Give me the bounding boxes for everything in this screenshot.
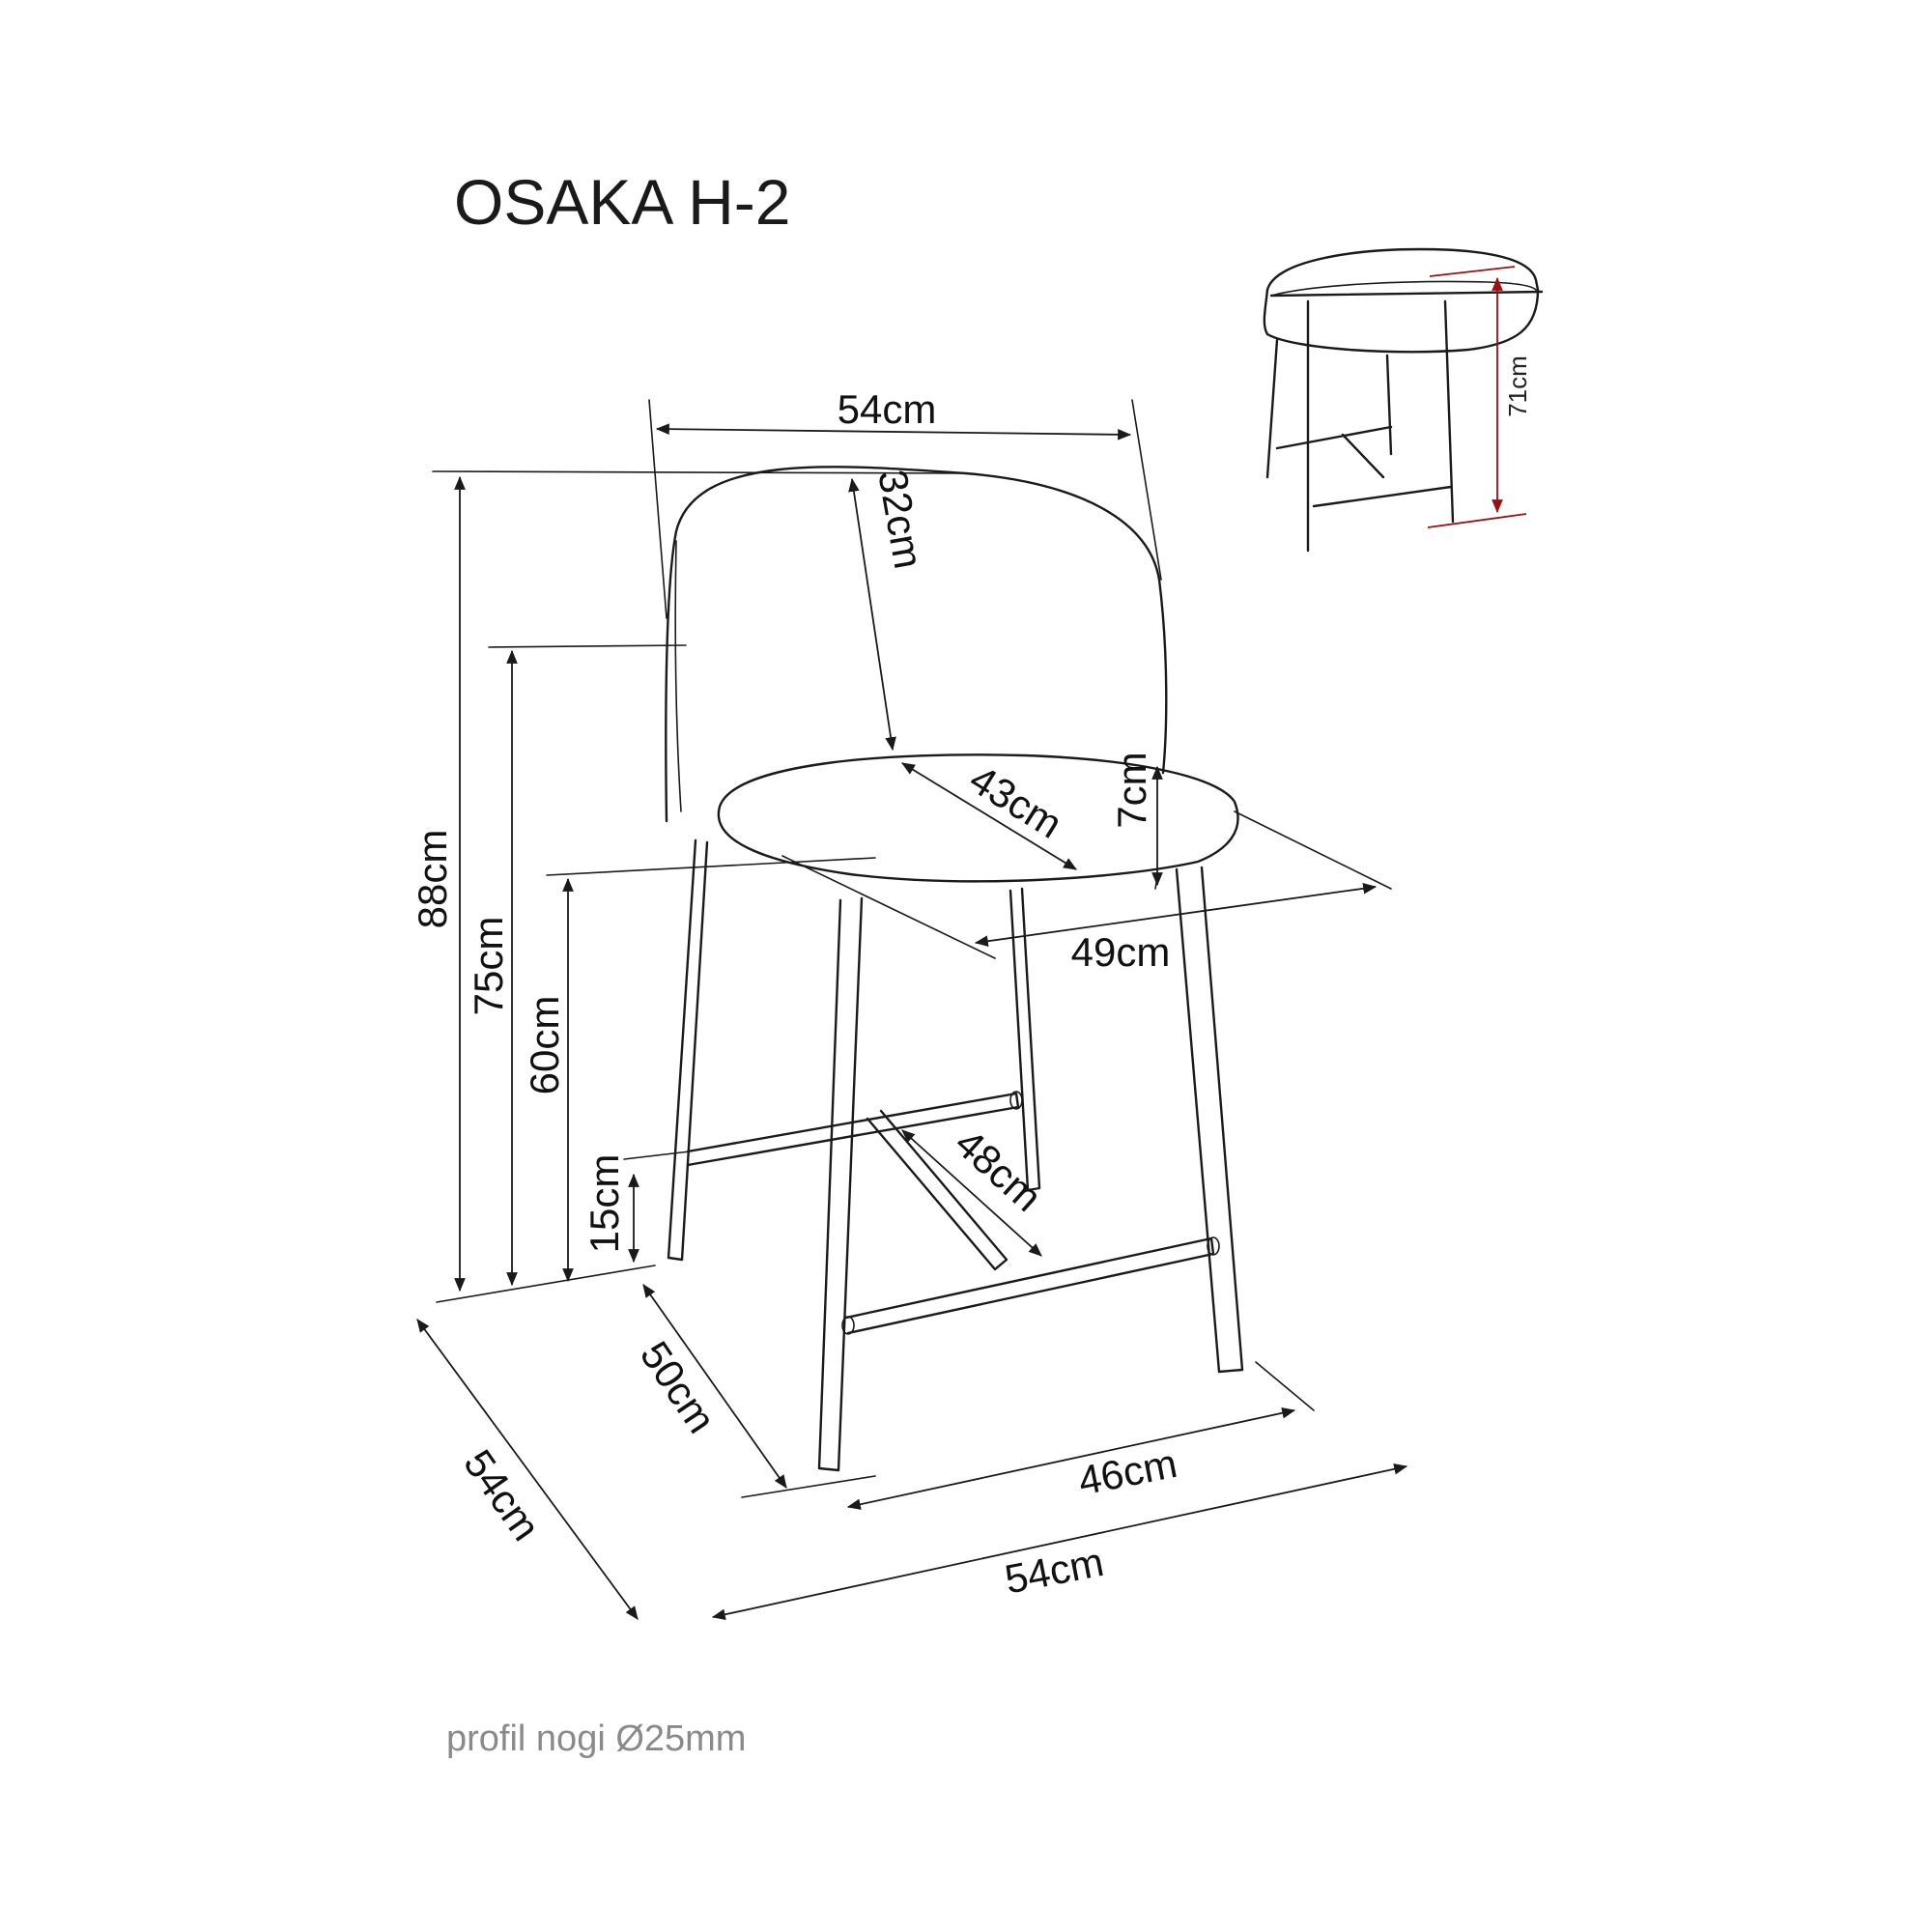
- extension-line: [436, 1264, 656, 1303]
- chair-leg-front-right: [1175, 866, 1244, 1374]
- label-armless-height: 75cm: [466, 917, 511, 1016]
- thumb-seat: [1263, 288, 1540, 354]
- chair-leg-back-left: [667, 838, 709, 1262]
- dim-base-width-line: [711, 1463, 1408, 1620]
- dimension-lines: [416, 399, 1408, 1620]
- label-leg-width: 46cm: [1074, 1440, 1180, 1504]
- extension-line: [488, 644, 687, 648]
- thumb-extension-line: [1427, 513, 1527, 528]
- label-seat-height: 60cm: [522, 996, 567, 1095]
- label-footrest-height: 15cm: [582, 1154, 627, 1254]
- label-seat-thickness: 7cm: [1109, 752, 1154, 828]
- footrest-back: [686, 1092, 1020, 1167]
- extension-line: [648, 399, 668, 619]
- extension-line: [1234, 810, 1392, 890]
- dim-leg-depth-line: [642, 1284, 787, 1489]
- extension-line: [546, 857, 876, 876]
- thumb-label-height: 71cm: [1503, 355, 1532, 417]
- footrest-joint-left: [841, 1316, 855, 1335]
- chair-backrest-edge: [674, 540, 682, 812]
- product-title: OSAKA H-2: [454, 166, 790, 238]
- dim-leg-width-line: [846, 1407, 1296, 1510]
- dim-base-depth-line: [416, 1319, 639, 1620]
- extension-line: [1131, 399, 1162, 581]
- footrest-joint-front: [1207, 1236, 1220, 1256]
- dimension-labels: 54cm 32cm 43cm 7cm 49cm 88cm 75cm 60cm 1…: [410, 386, 1180, 1603]
- dim-seat-depth-line: [901, 762, 1077, 870]
- label-footrest-depth: 48cm: [947, 1120, 1051, 1220]
- thumb-footrest: [1341, 433, 1385, 479]
- label-leg-depth: 50cm: [632, 1333, 724, 1440]
- chair-leg-front-left: [817, 896, 864, 1472]
- extension-line: [1255, 1361, 1315, 1411]
- chair-backrest: [665, 466, 1168, 823]
- extension-line: [781, 855, 996, 959]
- dim-seat-width-line: [974, 883, 1378, 947]
- chair-drawing: [665, 466, 1244, 1472]
- thumb-leg: [1443, 299, 1455, 524]
- leg-profile-note: profil nogi Ø25mm: [446, 1719, 746, 1759]
- thumb-armrail: [1269, 290, 1544, 298]
- dim-back-width-line: [655, 423, 1132, 440]
- thumbnail-drawing: 71cm: [1263, 247, 1544, 553]
- chair-seat: [717, 753, 1239, 883]
- footrest-front: [844, 1236, 1215, 1335]
- thumb-footrest: [1312, 485, 1453, 508]
- dim-backrest-height-line: [848, 477, 896, 752]
- thumb-backrest: [1265, 247, 1540, 292]
- label-back-width: 54cm: [838, 386, 937, 432]
- label-base-depth: 54cm: [455, 1441, 549, 1548]
- thumb-seat-rim: [1270, 280, 1537, 297]
- thumb-extension-line: [1429, 266, 1516, 277]
- extension-line: [741, 1475, 876, 1498]
- thumb-leg: [1385, 354, 1393, 456]
- label-base-width: 54cm: [1001, 1539, 1107, 1603]
- label-backrest-height: 32cm: [869, 467, 931, 572]
- footrest-joint-right: [1009, 1091, 1023, 1110]
- thumb-leg: [1265, 338, 1279, 479]
- dim-footrest-depth-line: [901, 1129, 1042, 1257]
- thumb-footrest: [1275, 425, 1393, 450]
- extension-line: [432, 470, 967, 474]
- label-total-height: 88cm: [410, 830, 455, 929]
- label-seat-width: 49cm: [1071, 929, 1171, 975]
- extension-line: [623, 1151, 691, 1160]
